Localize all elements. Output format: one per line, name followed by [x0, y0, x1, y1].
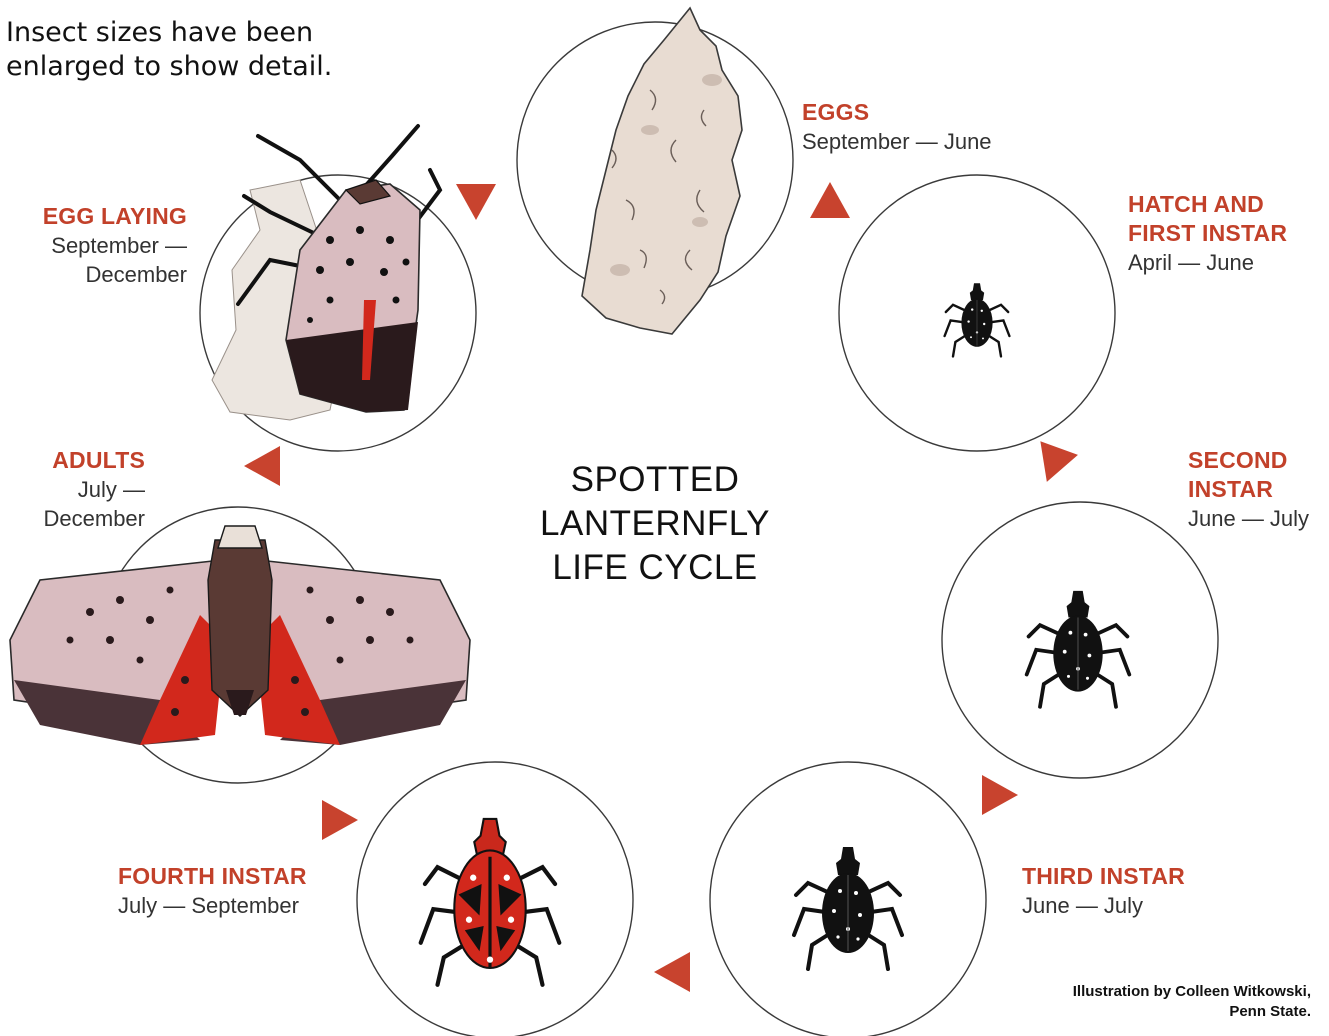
stage-third-dates: June — July [1022, 891, 1185, 920]
stage-fourth-title: FOURTH INSTAR [118, 862, 307, 891]
stage-eggs-dates: September — June [802, 127, 992, 156]
egg-laying-illustration [212, 126, 440, 420]
arrow-third-to-fourth [654, 952, 690, 992]
stage-fourth-instar: FOURTH INSTAR July — September [118, 862, 307, 920]
illustration-credit: Illustration by Colleen Witkowski, Penn … [1073, 982, 1311, 1022]
stage-second-dates: June — July [1188, 504, 1309, 533]
stage-egglaying-dates: September — December [20, 231, 187, 289]
stage-fourth-dates: July — September [118, 891, 307, 920]
arrow-second-to-third [982, 775, 1018, 815]
stage-egglaying-title: EGG LAYING [20, 202, 187, 231]
diagram-title: SPOTTED LANTERNFLY LIFE CYCLE [500, 458, 810, 590]
arrow-egglaying-to-eggs [456, 184, 496, 220]
arrow-adults-to-egglaying [244, 446, 280, 486]
adult-illustration [10, 526, 470, 745]
arrow-fourth-to-adults [322, 800, 358, 840]
stage-hatch: HATCH AND FIRST INSTAR April — June [1128, 190, 1287, 277]
arrow-eggs-to-hatch [810, 182, 850, 218]
stage-hatch-title: HATCH AND FIRST INSTAR [1128, 190, 1287, 248]
stage-second-instar: SECOND INSTAR June — July [1188, 446, 1309, 533]
stage-adults-dates: July — December [10, 475, 145, 533]
stage-adults: ADULTS July — December [10, 446, 145, 533]
stage-third-title: THIRD INSTAR [1022, 862, 1185, 891]
stage-second-title: SECOND INSTAR [1188, 446, 1309, 504]
arrow-hatch-to-second [1028, 441, 1078, 489]
stage-hatch-dates: April — June [1128, 248, 1287, 277]
stage-third-instar: THIRD INSTAR June — July [1022, 862, 1185, 920]
size-note: Insect sizes have been enlarged to show … [6, 16, 332, 84]
stage-eggs: EGGS September — June [802, 98, 992, 156]
stage-adults-title: ADULTS [10, 446, 145, 475]
stage-egg-laying: EGG LAYING September — December [20, 202, 187, 289]
stage-eggs-title: EGGS [802, 98, 992, 127]
